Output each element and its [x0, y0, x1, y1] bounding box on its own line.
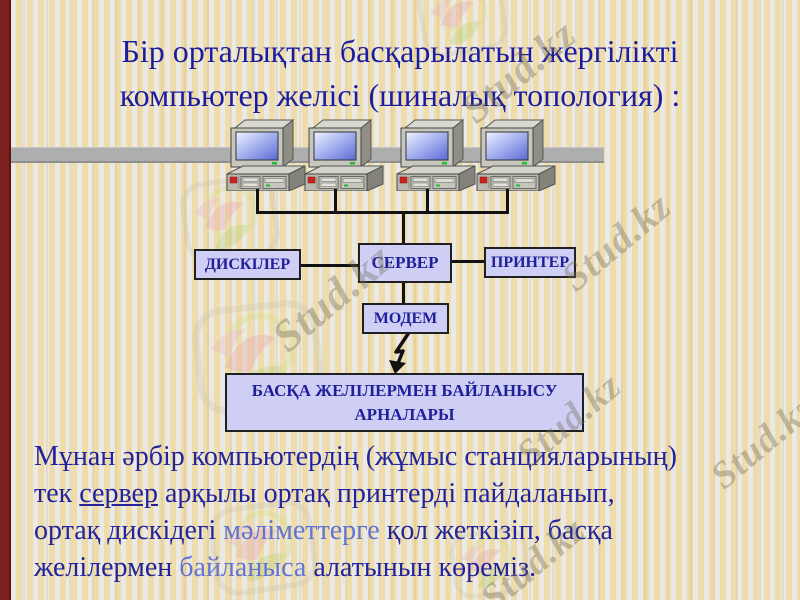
- node-printer: ПРИНТЕР: [484, 247, 576, 278]
- paragraph-text: қол жеткізіп, басқа: [379, 515, 613, 546]
- slide-title-line-2: компьютер желісі (шиналық топология) :: [119, 76, 681, 113]
- node-disks: ДИСКІЛЕР: [194, 249, 301, 280]
- highlighted-word: байланыса: [179, 552, 307, 583]
- node-printer-label: ПРИНТЕР: [490, 253, 570, 271]
- server-printer-link: [452, 260, 484, 263]
- paragraph-text: ортақ дискідегі: [34, 515, 224, 546]
- node-modem: МОДЕМ: [362, 303, 449, 334]
- bus-server-link: [402, 212, 405, 244]
- paragraph-line: ортақ дискідегі мәліметтерге қол жеткізі…: [34, 512, 677, 549]
- underlined-word: сервер: [79, 478, 158, 509]
- paragraph-line: желілермен байланыса алатынын көреміз.: [34, 549, 677, 586]
- bus-line: [256, 211, 509, 214]
- modem-channels-lightning-arrow: [389, 333, 410, 374]
- workstation-drop-line: [506, 189, 509, 212]
- paragraph-text: Мұнан әрбір компьютердің (жұмыс станциял…: [34, 441, 677, 472]
- node-server-label: СЕРВЕР: [371, 253, 439, 272]
- server-disks-link: [301, 264, 358, 267]
- node-modem-label: МОДЕМ: [373, 309, 438, 327]
- stud-kz-watermark: Stud.kz: [552, 183, 680, 300]
- slide-title: Бір орталықтан басқарылатын жергілікті к…: [24, 30, 776, 117]
- workstation-drop-line: [334, 189, 337, 212]
- node-other-network-channels: БАСҚА ЖЕЛІЛЕРМЕН БАЙЛАНЫСУ АРНАЛАРЫ: [225, 373, 584, 432]
- node-other-network-channels-label: БАСҚА ЖЕЛІЛЕРМЕН БАЙЛАНЫСУ АРНАЛАРЫ: [251, 380, 558, 424]
- node-disks-label: ДИСКІЛЕР: [204, 255, 291, 273]
- paragraph-text: тек: [34, 478, 80, 509]
- workstation-drop-line: [256, 189, 259, 212]
- paragraph-text: алатынын көреміз.: [306, 552, 537, 583]
- left-accent-strip: [0, 0, 11, 600]
- desktop-computer-icon: [225, 117, 309, 191]
- desktop-computer-icon: [303, 117, 387, 191]
- highlighted-word: мәліметтерге: [223, 515, 380, 546]
- paragraph-line: тек сервер арқылы ортақ принтерді пайдал…: [34, 475, 677, 512]
- paragraph-line: Мұнан әрбір компьютердің (жұмыс станциял…: [34, 438, 677, 475]
- server-modem-link: [402, 282, 405, 304]
- paragraph-text: желілермен: [34, 552, 180, 583]
- slide-title-line-1: Бір орталықтан басқарылатын жергілікті: [121, 33, 679, 69]
- paragraph-text: арқылы ортақ принтерді пайдаланып,: [157, 478, 615, 509]
- desktop-computer-icon: [395, 117, 479, 191]
- node-server: СЕРВЕР: [358, 243, 452, 283]
- body-paragraph: Мұнан әрбір компьютердің (жұмыс станциял…: [34, 438, 677, 586]
- stud-kz-watermark: Stud.kz: [702, 386, 800, 498]
- workstation-drop-line: [426, 189, 429, 212]
